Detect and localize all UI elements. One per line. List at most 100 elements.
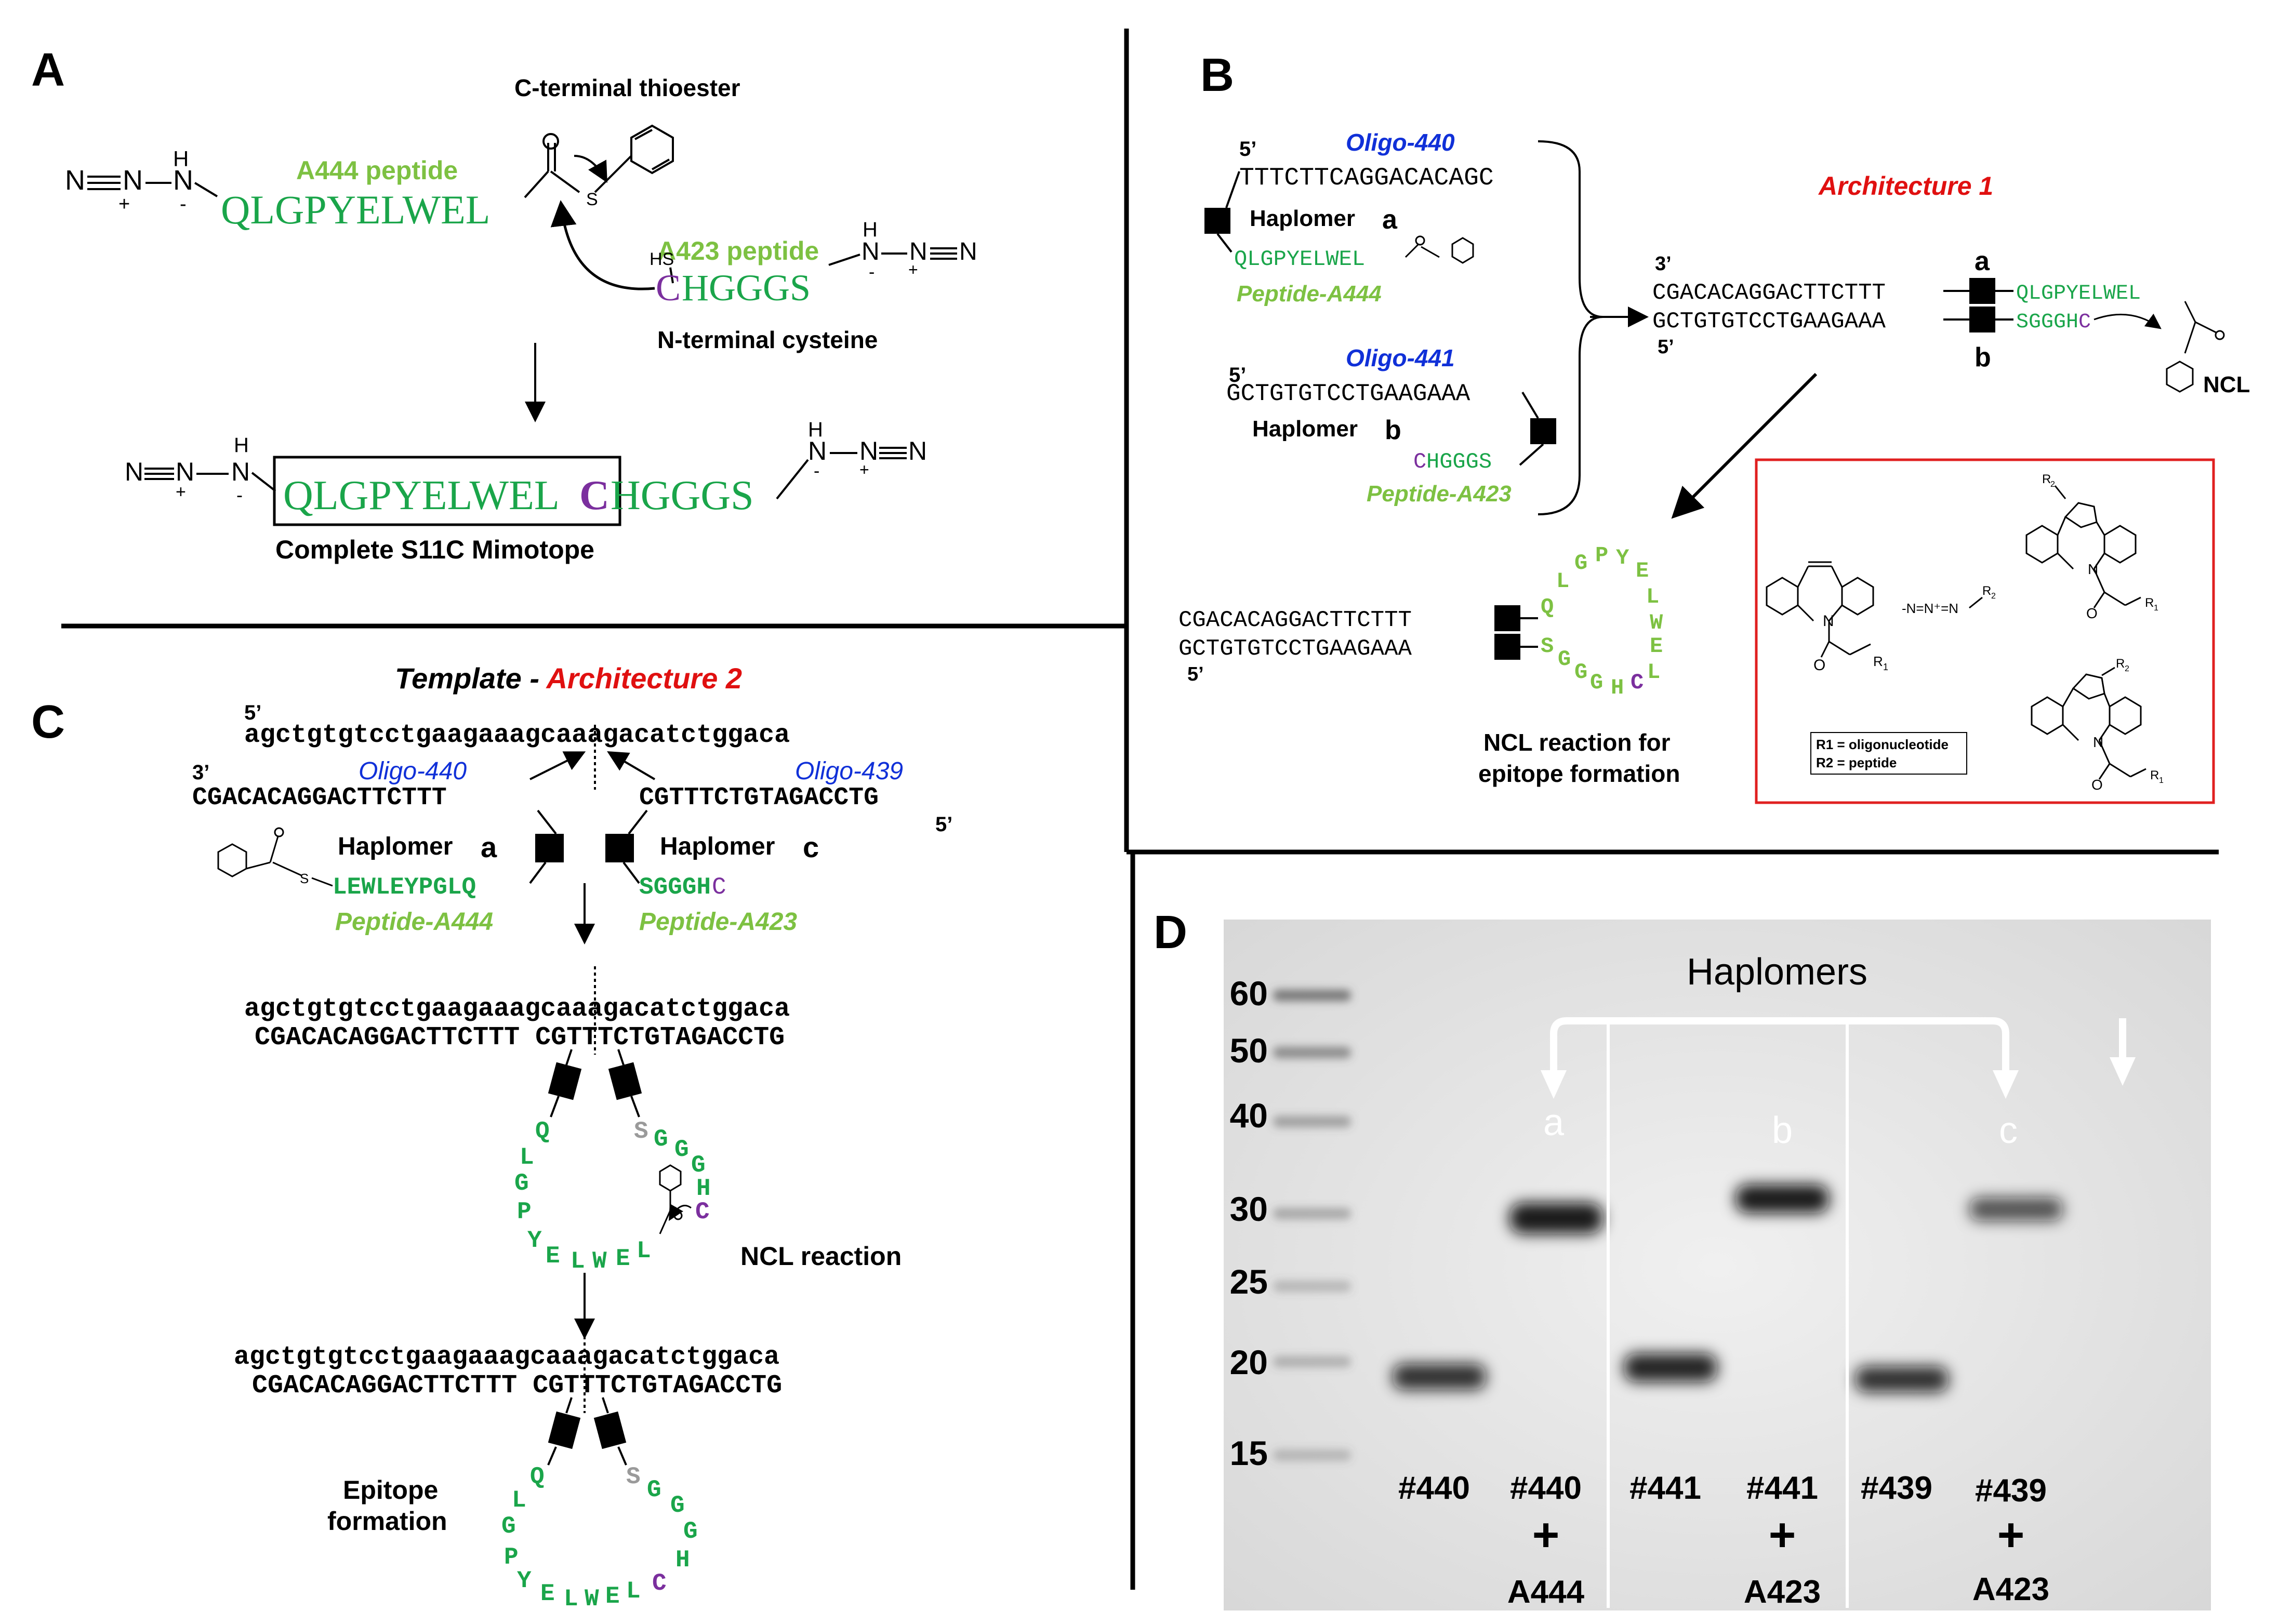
- pep-423-seq: HGGGS: [1426, 449, 1492, 474]
- svg-text:2: 2: [1991, 592, 1996, 601]
- svg-text:E: E: [546, 1243, 560, 1270]
- pep-444-seq: QLGPYELWEL: [1234, 247, 1365, 272]
- thioester-group: [524, 124, 674, 198]
- svg-text:L: L: [626, 1578, 641, 1605]
- svg-text:-: -: [869, 262, 875, 282]
- svg-text:W: W: [585, 1586, 599, 1613]
- svg-text:H: H: [696, 1175, 711, 1202]
- svg-text:C: C: [652, 1570, 667, 1597]
- svg-text:R: R: [2150, 768, 2159, 782]
- svg-text:H: H: [675, 1547, 690, 1574]
- svg-text:E: E: [1650, 634, 1663, 659]
- legend-box: [1810, 732, 1967, 775]
- panel-b-letter: B: [1200, 49, 1234, 101]
- svg-text:S: S: [626, 1463, 641, 1490]
- svg-text:S: S: [1541, 634, 1554, 659]
- svg-text:G: G: [1574, 660, 1587, 685]
- svg-text:H: H: [863, 218, 878, 241]
- ncl-reaction-label-c: NCL reaction: [740, 1242, 902, 1271]
- svg-text:E: E: [1636, 558, 1649, 583]
- svg-text:P: P: [517, 1199, 532, 1226]
- svg-text:b: b: [1385, 415, 1401, 445]
- svg-text:L: L: [564, 1586, 578, 1613]
- svg-text:5’: 5’: [935, 813, 952, 836]
- oligo-441-label: Oligo-441: [1346, 344, 1455, 371]
- svg-text:Y: Y: [1616, 545, 1629, 570]
- svg-text:+: +: [1997, 1509, 2025, 1561]
- band-441-a423: [1735, 1184, 1829, 1213]
- a423-peptide-seq: HGGGS: [682, 267, 811, 309]
- svg-text:60: 60: [1230, 974, 1268, 1013]
- svg-text:L: L: [637, 1237, 651, 1264]
- svg-text:R: R: [1982, 584, 1991, 598]
- svg-text:P: P: [1595, 543, 1608, 568]
- svg-text:L: L: [520, 1144, 534, 1171]
- step2-loop-right: S G G G H C: [634, 1118, 711, 1226]
- svg-text:#439: #439: [1861, 1470, 1932, 1506]
- arch1-product-top: CGACACAGGACTTCTTT: [1178, 607, 1412, 633]
- step3-bottom: CGACACAGGACTTCTTT CGTTTCTGTAGACCTG: [252, 1371, 782, 1401]
- arch1-pep-top: QLGPYELWEL: [2016, 282, 2141, 305]
- legend-r1: R1 = oligonucleotide: [1816, 737, 1949, 752]
- svg-text:G: G: [514, 1170, 529, 1197]
- svg-text:N: N: [959, 238, 977, 265]
- a444-peptide-seq: QLGPYELWEL: [221, 187, 490, 232]
- arch2-pep-right: SGGGH: [639, 874, 711, 901]
- svg-text:A423: A423: [1972, 1572, 2049, 1607]
- svg-text:25: 25: [1230, 1262, 1268, 1301]
- azide-group-mimotope-left: N N + H N -: [125, 434, 276, 505]
- svg-text:R: R: [2116, 657, 2125, 671]
- arch1-dup-top: CGACACAGGACTTCTTT: [1652, 280, 1886, 306]
- arch1-loop: Q L G P Y E L W E L C H G G G S: [1541, 543, 1663, 700]
- svg-text:E: E: [616, 1245, 630, 1272]
- haplomer-b-label: Haplomer: [1252, 416, 1358, 442]
- mimotope-cys: C: [579, 473, 610, 518]
- bracket: [1538, 140, 1604, 515]
- svg-text:N: N: [231, 457, 250, 486]
- attack-arrow: [550, 200, 655, 290]
- svg-text:C: C: [1413, 449, 1426, 474]
- band-439: [1855, 1366, 1949, 1392]
- svg-text:+: +: [1769, 1509, 1796, 1561]
- svg-text:N: N: [176, 457, 194, 486]
- triazole-product-1: [2025, 485, 2141, 608]
- svg-text:Y: Y: [517, 1567, 532, 1594]
- arch2-right-seq: CGTTTCTGTAGACCTG: [639, 784, 879, 812]
- arrow-a-label: a: [1543, 1102, 1565, 1143]
- svg-text:+: +: [118, 193, 130, 215]
- triazole-product-2: [2031, 667, 2146, 780]
- mimotope-box: [273, 456, 621, 526]
- svg-text:+: +: [859, 460, 869, 479]
- panel-a: A C-terminal thioester N N + H N - A444 …: [31, 44, 977, 564]
- ncl-reaction-label-2: epitope formation: [1478, 760, 1680, 787]
- panel-b: B 5’ Oligo-440 TTTCTTCAGGACACAGC Haplome…: [1178, 49, 2250, 804]
- svg-text:Q: Q: [530, 1463, 545, 1490]
- svg-text:N: N: [908, 436, 927, 465]
- svg-text:Q: Q: [1541, 595, 1554, 620]
- svg-text:#441: #441: [1629, 1470, 1701, 1506]
- svg-text:E: E: [540, 1580, 555, 1607]
- svg-text:G: G: [683, 1518, 698, 1545]
- svg-text:1: 1: [1883, 662, 1888, 672]
- step2-loop-left: Q L G P Y E L W E L: [514, 1118, 651, 1275]
- svg-text:a: a: [1382, 205, 1398, 235]
- svg-text:W: W: [592, 1248, 607, 1275]
- svg-text:N: N: [2093, 734, 2103, 750]
- svg-text:O: O: [2091, 777, 2103, 793]
- svg-text:#439: #439: [1975, 1473, 2047, 1509]
- svg-text:G: G: [654, 1126, 668, 1153]
- panel-c: C Template - Architecture 2 5’ agctgtgtc…: [31, 662, 952, 1613]
- haplomer-a-c-label: Haplomer: [338, 833, 453, 860]
- gel-image: [1224, 920, 2211, 1610]
- svg-text:E: E: [605, 1583, 620, 1610]
- epitope-label-1: Epitope: [343, 1475, 438, 1505]
- svg-text:C: C: [1631, 670, 1644, 695]
- oligo-441-seq: GCTGTGTCCTGAAGAAA: [1226, 380, 1470, 407]
- svg-text:2: 2: [2125, 664, 2129, 673]
- svg-text:L: L: [1646, 584, 1659, 609]
- svg-text:P: P: [504, 1544, 519, 1571]
- svg-text:O: O: [2086, 605, 2098, 621]
- svg-text:1: 1: [2159, 776, 2164, 785]
- svg-text:S: S: [634, 1118, 648, 1145]
- linker-block: [1204, 208, 1230, 234]
